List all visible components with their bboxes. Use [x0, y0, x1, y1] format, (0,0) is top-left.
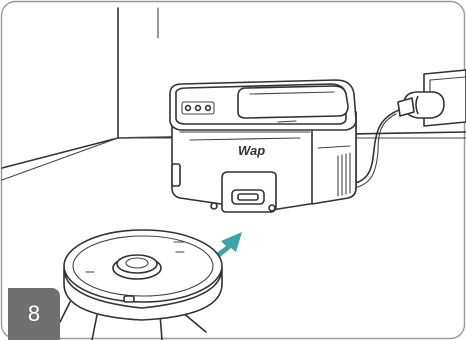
step-number-badge: 8: [8, 288, 60, 340]
robot-vacuum: [60, 230, 222, 340]
power-plug-icon: [398, 92, 444, 118]
brand-logo: Wap: [238, 143, 265, 158]
docking-station: Wap: [170, 80, 356, 212]
